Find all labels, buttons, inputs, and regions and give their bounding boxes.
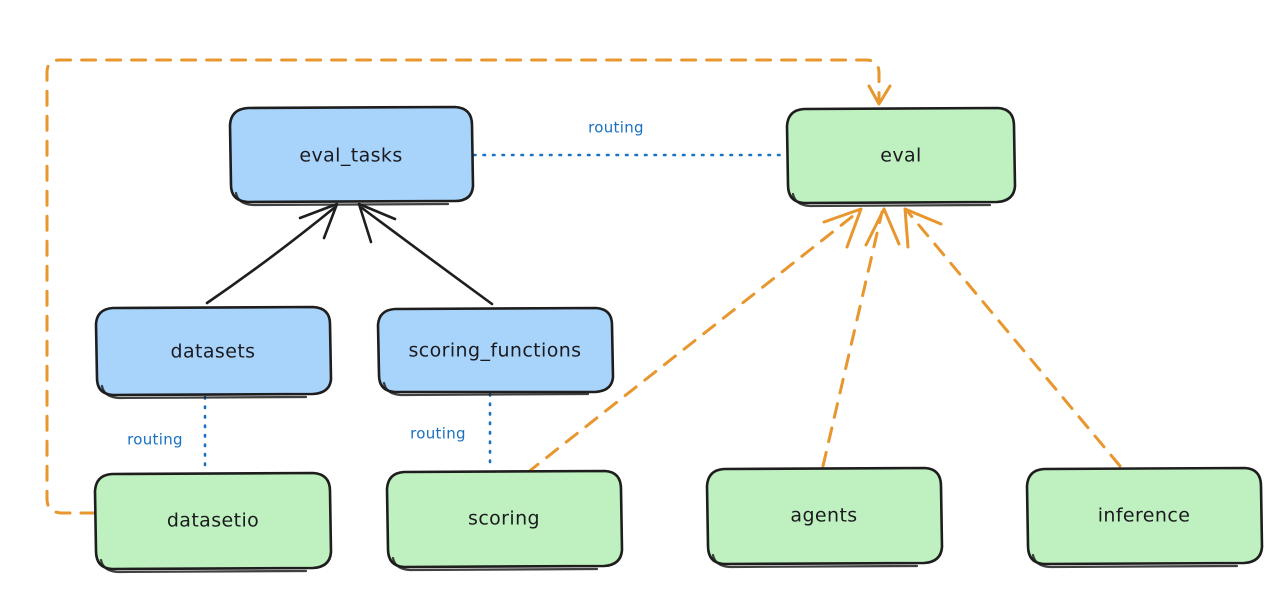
- node-label-agents: agents: [790, 505, 857, 527]
- edge-label-routing-scoring: routing: [410, 425, 466, 443]
- node-eval_tasks[interactable]: eval_tasks: [228, 105, 475, 207]
- edge-datasets-eval_tasks: [205, 202, 339, 305]
- node-label-scoring_functions: scoring_functions: [409, 340, 582, 362]
- node-scoring[interactable]: scoring: [385, 469, 624, 572]
- node-datasetio[interactable]: datasetio: [93, 471, 333, 574]
- node-agents[interactable]: agents: [705, 466, 944, 569]
- arrowhead-into-eval-top: [867, 84, 892, 106]
- edge-scoring-eval: [525, 207, 863, 475]
- edge-datasetio-eval: [45, 58, 892, 515]
- node-label-eval_tasks: eval_tasks: [299, 145, 402, 167]
- arrowhead-inference: [903, 207, 943, 249]
- arrowhead-agents: [864, 207, 901, 247]
- arrowhead-scoring: [822, 207, 863, 249]
- edge-inference-eval: [903, 207, 1122, 468]
- edge-label-routing-datasetio: routing: [127, 431, 183, 449]
- edge-label-routing-eval: routing: [588, 119, 644, 137]
- node-eval[interactable]: eval: [785, 106, 1017, 208]
- node-scoring_functions[interactable]: scoring_functions: [376, 306, 615, 397]
- node-label-scoring: scoring: [468, 508, 540, 530]
- edge-scoringfn-eval_tasks: [357, 202, 494, 306]
- node-label-datasets: datasets: [171, 341, 256, 363]
- node-label-inference: inference: [1098, 505, 1191, 527]
- node-label-eval: eval: [880, 145, 921, 167]
- edge-agents-eval: [821, 207, 901, 468]
- node-datasets[interactable]: datasets: [94, 305, 333, 400]
- node-inference[interactable]: inference: [1025, 466, 1264, 569]
- node-label-datasetio: datasetio: [167, 510, 259, 532]
